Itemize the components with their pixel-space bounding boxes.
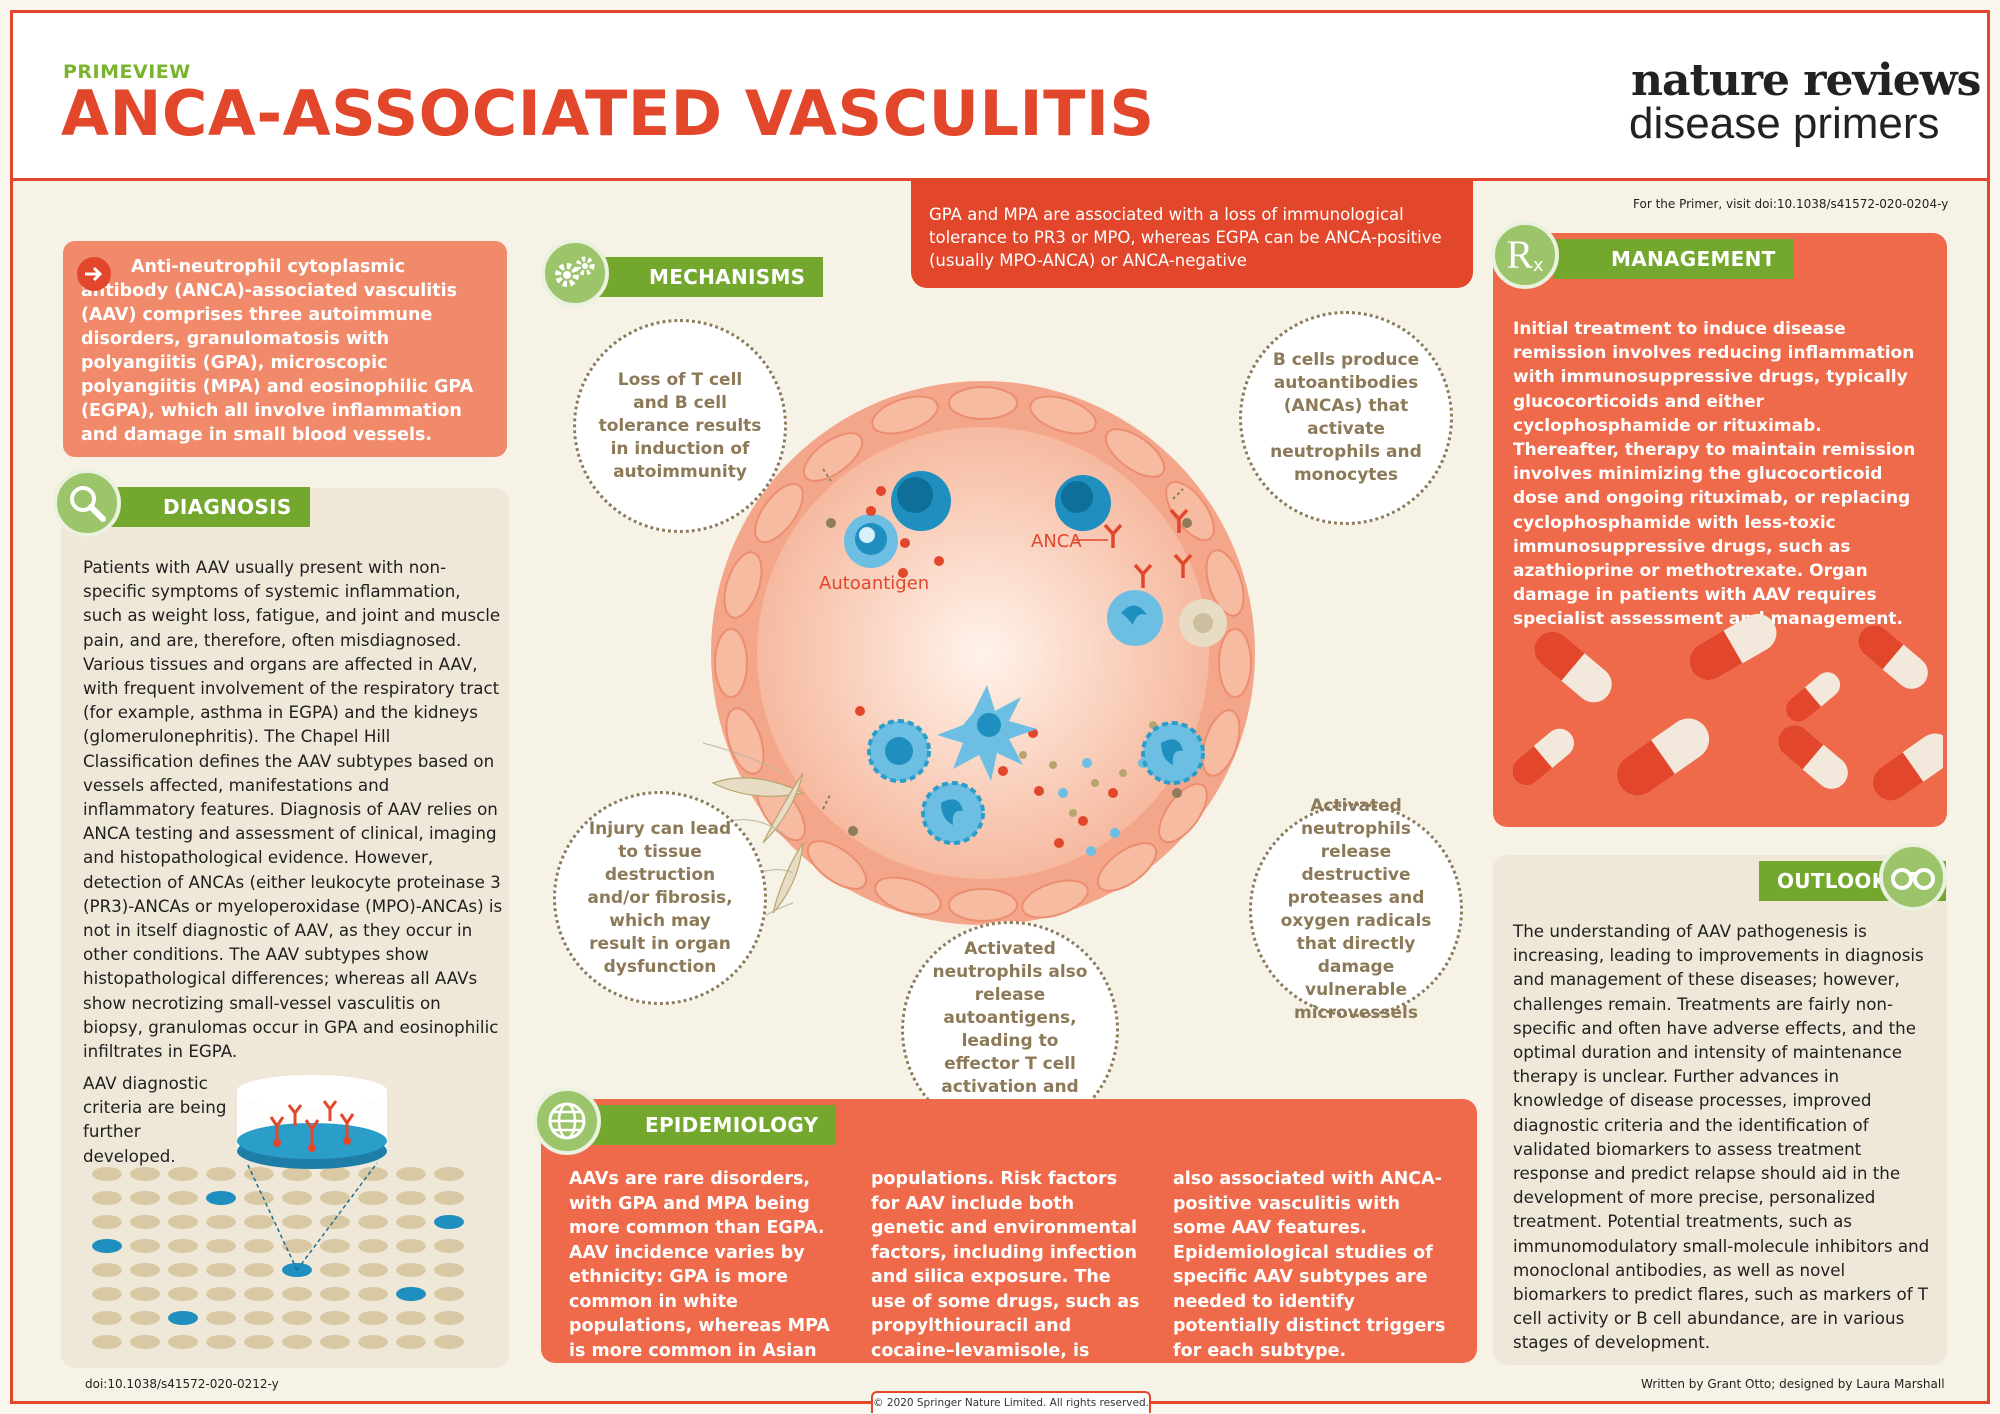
bubble-tolerance-loss: Loss of T cell and B cell tolerance resu… [573, 319, 787, 533]
autoantigen-label: Autoantigen [819, 573, 930, 594]
diagnosis-tab: DIAGNOSIS [105, 487, 310, 527]
bubble-proteases: Activated neutrophils release destructiv… [1249, 796, 1463, 1023]
footer-copyright: © 2020 Springer Nature Limited. All righ… [871, 1391, 1151, 1413]
infographic-frame: PRIMEVIEW ANCA-ASSOCIATED VASCULITIS nat… [10, 10, 1990, 1413]
arrow-icon [77, 257, 111, 291]
elisa-plate-illustration [92, 1075, 464, 1349]
diagnosis-text: Patients with AAV usually present with n… [83, 557, 503, 1062]
mechanisms-tab: MECHANISMS [591, 257, 824, 297]
binoculars-icon [1879, 843, 1947, 911]
pills-illustration [1513, 607, 1943, 808]
epidemiology-col2: populations. Risk factors for AAV includ… [871, 1169, 1140, 1361]
outlook-text: The understanding of AAV pathogenesis is… [1513, 921, 1930, 1353]
footer-credits: Written by Grant Otto; designed by Laura… [1641, 1377, 1945, 1391]
management-panel [1493, 233, 1947, 827]
epidemiology-tab: EPIDEMIOLOGY [587, 1105, 837, 1145]
bubble-b-cells: B cells produce autoantibodies (ANCAs) t… [1239, 311, 1453, 525]
kicker: PRIMEVIEW [63, 61, 191, 83]
footer-doi[interactable]: doi:10.1038/s41572-020-0212-y [85, 1377, 279, 1391]
epidemiology-col3: also associated with ANCA-positive vascu… [1173, 1169, 1446, 1361]
header: PRIMEVIEW ANCA-ASSOCIATED VASCULITIS nat… [13, 13, 1987, 181]
brand-logo-line1: nature reviews [1631, 55, 1981, 106]
diagnosis-text-2: AAV diagnostic criteria are being furthe… [83, 1073, 227, 1166]
intro-panel: Anti-neutrophil cytoplasmic antibody (AN… [63, 241, 507, 457]
intro-text: Anti-neutrophil cytoplasmic antibody (AN… [81, 257, 474, 445]
anca-label: ANCA [1031, 531, 1082, 552]
globe-icon [533, 1087, 601, 1155]
magnifier-icon [53, 469, 121, 537]
top-banner-text: GPA and MPA are associated with a loss o… [929, 205, 1442, 270]
management-tab: MANAGEMENT [1553, 239, 1794, 279]
bubble-injury: Injury can lead to tissue destruction an… [553, 791, 767, 1005]
page-title: ANCA-ASSOCIATED VASCULITIS [61, 77, 1155, 150]
outlook-panel [1493, 855, 1947, 1365]
gears-icon [541, 239, 609, 307]
primer-link[interactable]: For the Primer, visit doi:10.1038/s41572… [1633, 197, 1949, 211]
blood-vessel-illustration [711, 381, 1255, 925]
epidemiology-col1: AAVs are rare disorders, with GPA and MP… [569, 1169, 830, 1361]
management-text: Initial treatment to induce disease remi… [1513, 319, 1916, 630]
top-banner: GPA and MPA are associated with a loss o… [911, 181, 1473, 288]
brand-logo-line2: disease primers [1629, 99, 1940, 148]
